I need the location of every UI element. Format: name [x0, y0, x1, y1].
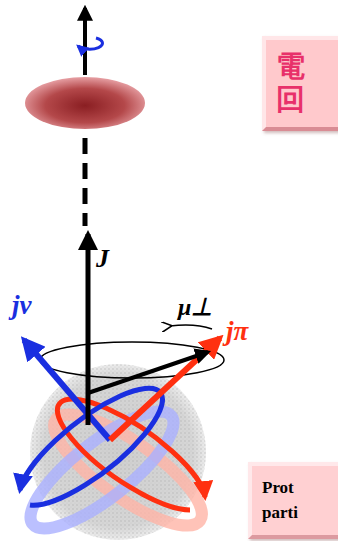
- rotation-axis: [83, 8, 87, 75]
- neutron-orbit: [20, 388, 163, 505]
- box-text: 電 回: [276, 50, 305, 117]
- caption-box: Prot parti: [248, 462, 338, 539]
- magnetic-moment-vector: [88, 352, 208, 393]
- title-box: 電 回: [262, 36, 338, 131]
- rotation-arrow: [78, 38, 102, 49]
- core-sphere: [30, 364, 206, 540]
- total-spin-vector: [86, 234, 91, 425]
- proton-label: jπ: [226, 316, 248, 347]
- precession-arrow: [170, 325, 212, 329]
- core-sphere-texture: [30, 364, 206, 540]
- proton-orbit: [57, 399, 205, 510]
- dashed-axis: [83, 138, 88, 226]
- neutron-label: jν: [12, 290, 32, 321]
- moment-label: μ⊥: [178, 293, 212, 321]
- box-text: Prot parti: [262, 476, 298, 525]
- nucleus-ellipse: [25, 77, 145, 129]
- spin-label: J: [96, 244, 109, 274]
